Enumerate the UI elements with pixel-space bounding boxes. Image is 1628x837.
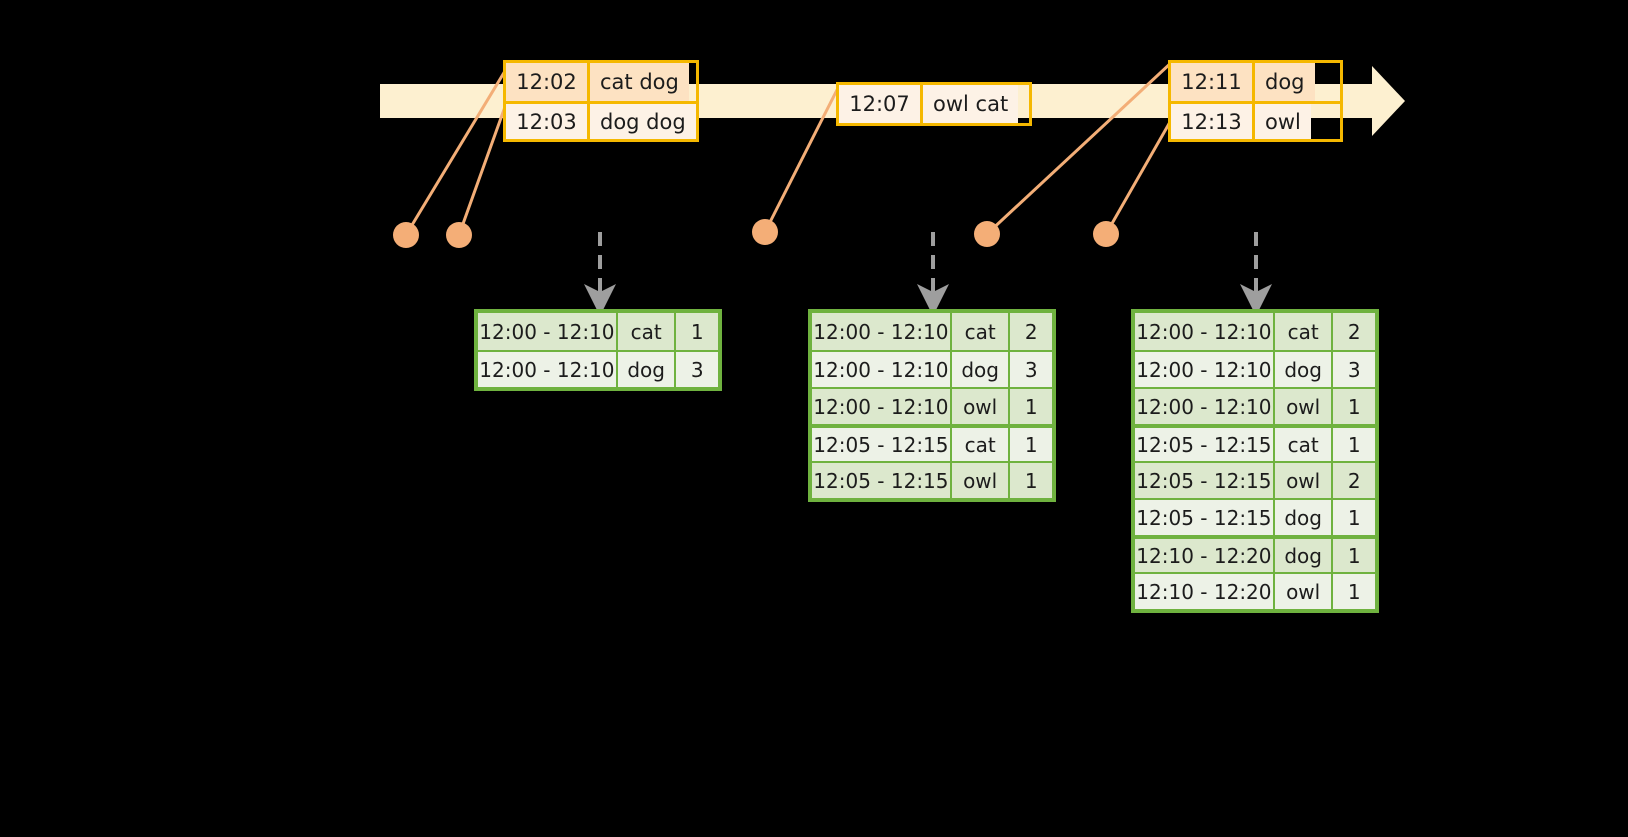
cell-window: 12:00 - 12:10 [812, 352, 952, 387]
connector-line-1 [404, 65, 510, 236]
cell-key: dog [951, 352, 1011, 387]
event-group-1[interactable]: 12:02 cat dog 12:03 dog dog [503, 60, 699, 142]
cell-window: 12:00 - 12:10 [1135, 313, 1275, 350]
event-dots [393, 219, 1119, 248]
connector-line-2 [457, 103, 508, 236]
event-payload: dog dog [590, 104, 696, 139]
cell-key: cat [951, 313, 1011, 350]
cell-window: 12:00 - 12:10 [478, 313, 618, 350]
event-group-3[interactable]: 12:11 dog 12:13 owl [1168, 60, 1343, 142]
event-row[interactable]: 12:11 dog [1171, 63, 1340, 101]
cell-window: 12:00 - 12:10 [812, 313, 952, 350]
cell-key: dog [1274, 539, 1334, 572]
event-payload: dog [1255, 63, 1315, 101]
cell-window: 12:10 - 12:20 [1135, 574, 1275, 609]
cell-key: cat [951, 428, 1011, 461]
cell-key: owl [1274, 389, 1334, 424]
cell-key: owl [951, 389, 1011, 424]
cell-window: 12:00 - 12:10 [812, 389, 952, 424]
cell-count: 1 [1333, 389, 1375, 424]
cell-count: 2 [1333, 463, 1375, 498]
event-payload: owl cat [923, 85, 1019, 123]
cell-count: 1 [676, 313, 718, 350]
cell-count: 3 [676, 352, 718, 387]
cell-window: 12:00 - 12:10 [1135, 389, 1275, 424]
dashed-arrows [584, 232, 1272, 316]
event-dot-3 [752, 219, 778, 245]
event-row[interactable]: 12:02 cat dog [506, 63, 696, 101]
event-row[interactable]: 12:07 owl cat [839, 85, 1029, 123]
cell-count: 3 [1010, 352, 1052, 387]
event-dot-1 [393, 222, 419, 248]
event-payload: owl [1255, 104, 1311, 139]
cell-count: 1 [1333, 428, 1375, 461]
event-row[interactable]: 12:03 dog dog [506, 101, 696, 139]
event-time: 12:13 [1171, 104, 1255, 139]
event-payload: cat dog [590, 63, 689, 101]
cell-key: dog [1274, 500, 1334, 535]
connector-line-5 [1104, 121, 1172, 235]
event-dot-4 [974, 221, 1000, 247]
cell-window: 12:05 - 12:15 [812, 463, 952, 498]
cell-window: 12:05 - 12:15 [812, 428, 952, 461]
cell-key: owl [1274, 463, 1334, 498]
cell-count: 2 [1333, 313, 1375, 350]
cell-key: cat [1274, 313, 1334, 350]
cell-key: cat [1274, 428, 1334, 461]
cell-window: 12:00 - 12:10 [478, 352, 618, 387]
cell-key: cat [617, 313, 677, 350]
cell-key: dog [1274, 352, 1334, 387]
cell-count: 1 [1010, 463, 1052, 498]
cell-window: 12:05 - 12:15 [1135, 500, 1275, 535]
event-time: 12:07 [839, 85, 923, 123]
event-dot-2 [446, 222, 472, 248]
cell-window: 12:00 - 12:10 [1135, 352, 1275, 387]
cell-window: 12:05 - 12:15 [1135, 463, 1275, 498]
event-group-2[interactable]: 12:07 owl cat [836, 82, 1032, 126]
event-time: 12:03 [506, 104, 590, 139]
cell-key: owl [951, 463, 1011, 498]
event-row[interactable]: 12:13 owl [1171, 101, 1340, 139]
cell-count: 1 [1010, 389, 1052, 424]
event-dot-5 [1093, 221, 1119, 247]
cell-window: 12:05 - 12:15 [1135, 428, 1275, 461]
cell-count: 1 [1333, 500, 1375, 535]
event-time: 12:02 [506, 63, 590, 101]
connector-line-3 [763, 83, 842, 233]
cell-count: 1 [1010, 428, 1052, 461]
cell-count: 2 [1010, 313, 1052, 350]
cell-count: 1 [1333, 574, 1375, 609]
cell-count: 3 [1333, 352, 1375, 387]
event-time: 12:11 [1171, 63, 1255, 101]
cell-key: dog [617, 352, 677, 387]
cell-window: 12:10 - 12:20 [1135, 539, 1275, 572]
cell-count: 1 [1333, 539, 1375, 572]
cell-key: owl [1274, 574, 1334, 609]
